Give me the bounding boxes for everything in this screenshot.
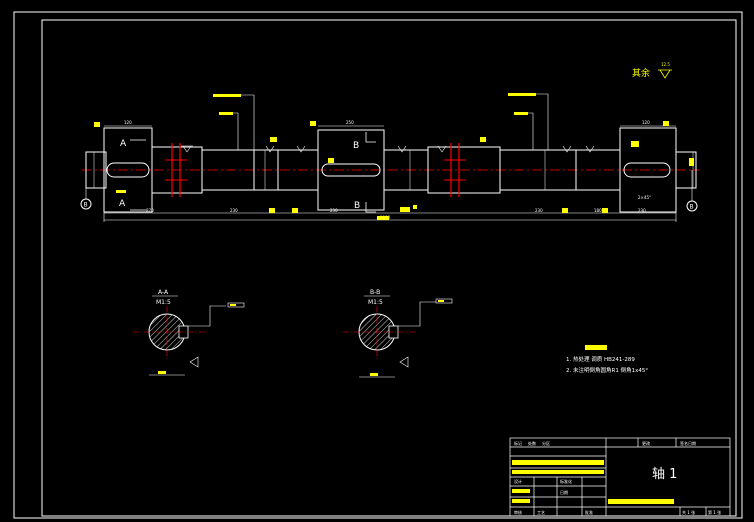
tb-right-header-1: 更改	[642, 440, 650, 446]
section-letter-b-bottom: B	[354, 201, 360, 211]
roughness-value: 12.5	[661, 62, 670, 67]
roughness-symbol-icon	[658, 69, 672, 79]
dim-seg-4: 230	[535, 208, 543, 213]
tb-row-2: 审核	[514, 509, 522, 515]
section-a-scale: M1:5	[156, 299, 171, 306]
dim-seg-6: 230	[638, 208, 646, 213]
section-letter-a-top: A	[120, 139, 127, 149]
dim-top-3: 120	[642, 120, 650, 125]
tb-right-header-2: 签名日期	[680, 440, 696, 446]
dim-seg-1: 870	[146, 208, 154, 213]
tb-row-1: 设计	[514, 478, 522, 484]
inner-border	[41, 19, 737, 517]
section-letter-b-top: B	[353, 141, 359, 151]
dim-seg-5: 180	[594, 208, 602, 213]
title-block	[509, 437, 731, 517]
dim-top-1: 120	[124, 120, 132, 125]
tb-row-3: 工艺	[537, 510, 545, 515]
section-a-view: A-A M1:5	[133, 289, 245, 376]
roughness-note: 其余	[632, 67, 650, 79]
datum-left-label: B	[84, 202, 88, 209]
tb-header-3: 分区	[542, 440, 550, 446]
datum-right-label: B	[690, 204, 694, 211]
dim-top-2: 250	[346, 120, 354, 125]
section-a-title: A-A	[158, 289, 169, 296]
section-b-view: B-B M1:5	[343, 289, 453, 378]
shaft-main-view: B B A A B B 870 230 230 230 180 23	[80, 93, 700, 222]
tb-date-label: 日期	[560, 489, 568, 495]
dim-chamfer: 2×45°	[638, 195, 651, 200]
tb-header-1: 标记	[514, 440, 522, 446]
dim-seg-2: 230	[230, 208, 238, 213]
note-line-1: 1. 热处理 调质 HB241-289	[566, 355, 635, 363]
technical-notes: 1. 热处理 调质 HB241-289 2. 未注明倒角圆角R1 倒角1x45°	[566, 345, 648, 374]
note-line-2: 2. 未注明倒角圆角R1 倒角1x45°	[566, 366, 648, 374]
section-b-scale: M1:5	[368, 299, 383, 306]
tb-sheet-total: 共 1 张	[682, 509, 695, 515]
tb-header-2: 处数	[528, 440, 536, 446]
dim-seg-3: 230	[330, 208, 338, 213]
section-b-title: B-B	[370, 289, 380, 296]
part-name: 轴 1	[652, 467, 677, 482]
outer-border	[13, 11, 743, 519]
tb-sheet-current: 第 1 张	[708, 509, 721, 515]
tb-row-4: 批准	[585, 509, 593, 515]
tb-standard-label: 标准化	[560, 478, 572, 484]
section-letter-a-bottom: A	[119, 199, 126, 209]
